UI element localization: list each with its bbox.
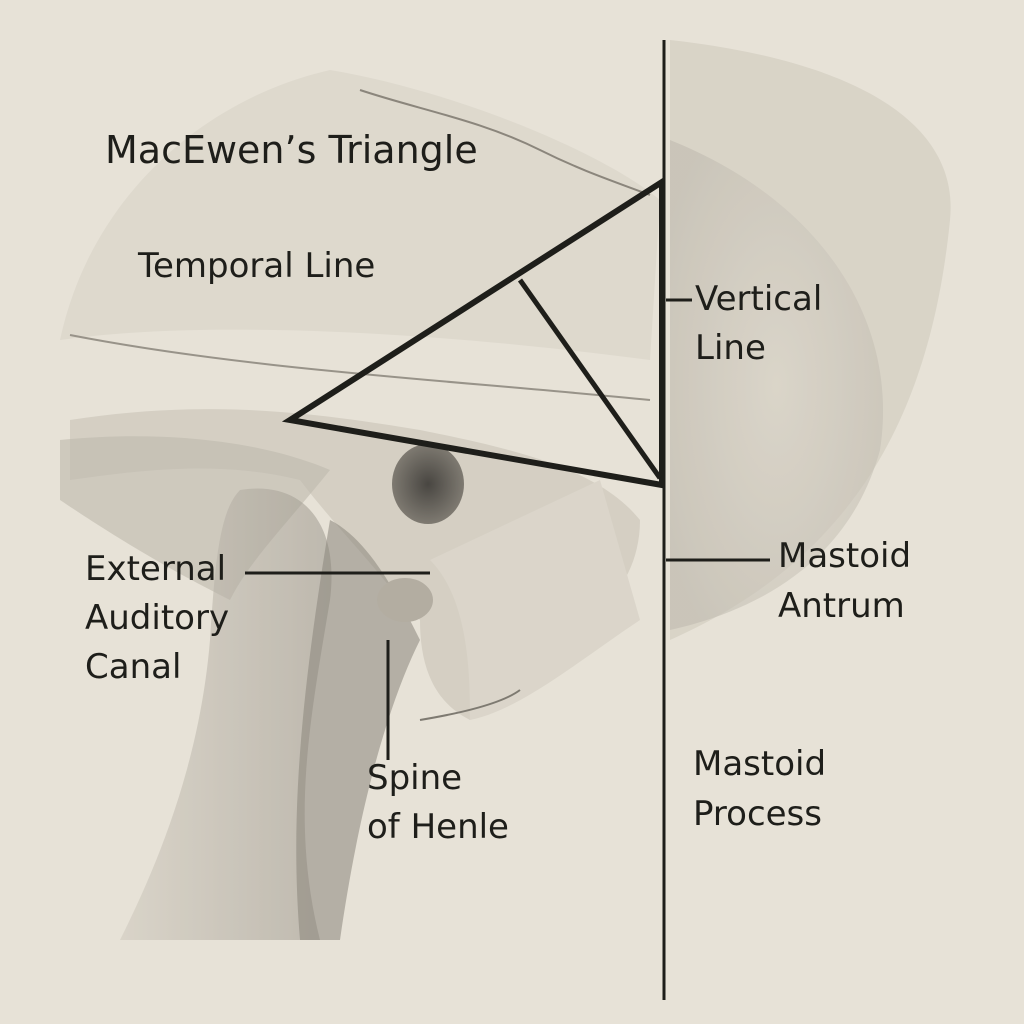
label-mastoid-process-2: Process <box>693 794 822 834</box>
label-external-auditory-canal-1: External <box>85 549 226 589</box>
diagram-title: MacEwen’s Triangle <box>105 128 478 172</box>
label-external-auditory-canal-2: Auditory <box>85 598 229 638</box>
label-external-auditory-canal-3: Canal <box>85 647 181 687</box>
label-mastoid-process-1: Mastoid <box>693 744 826 784</box>
label-vertical-line-2: Line <box>695 328 766 368</box>
skull-sketch <box>60 40 951 940</box>
construction-lines <box>245 40 770 1000</box>
label-mastoid-antrum-1: Mastoid <box>778 536 911 576</box>
triangle-inner-line <box>517 278 663 480</box>
label-spine-of-henle-2: of Henle <box>367 807 509 847</box>
macewens-triangle <box>281 176 665 489</box>
label-mastoid-antrum-2: Antrum <box>778 586 905 626</box>
label-spine-of-henle-1: Spine <box>367 758 462 798</box>
label-temporal-line: Temporal Line <box>137 246 375 286</box>
label-vertical-line-1: Vertical <box>695 279 822 319</box>
